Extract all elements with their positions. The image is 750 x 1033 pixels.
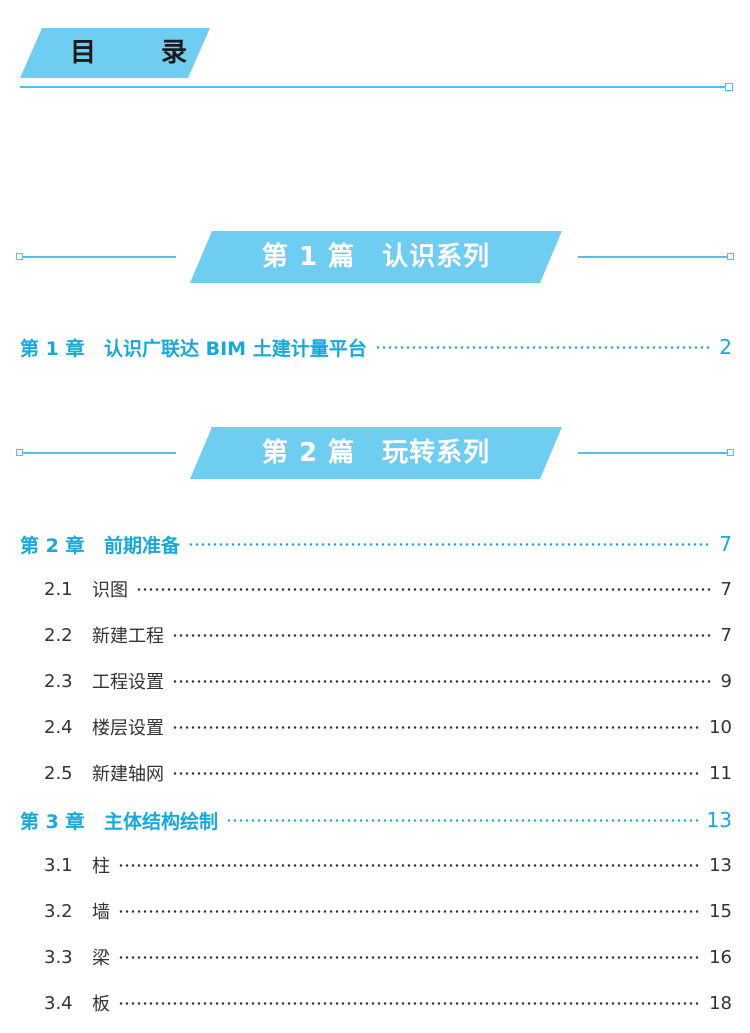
section-number: 2.1 [44,578,73,600]
toc-section[interactable]: 2.4 楼层设置 10 [20,713,732,741]
section-title: 板 [92,994,110,1015]
page-number: 7 [720,624,732,646]
toc-section[interactable]: 2.1 识图 7 [20,575,732,603]
section-number: 3.2 [44,900,73,922]
dot-leader [172,725,702,729]
section-title: 新建工程 [92,626,164,647]
dot-leader [118,909,702,913]
banner-line-right [578,256,728,258]
page-number: 13 [706,808,732,832]
page-number: 16 [709,946,732,968]
dot-leader [172,679,713,683]
chapter-title: 认识广联达 BIM 土建计量平台 [104,337,367,360]
dot-leader [118,955,702,959]
section-number: 2.5 [44,762,73,784]
section-title: 新建轴网 [92,764,164,785]
banner-line-left [22,256,176,258]
header-divider [20,86,726,88]
toc-chapter-2[interactable]: 第 2 章 前期准备 7 [20,530,732,558]
section-title: 柱 [92,856,110,877]
toc-section[interactable]: 3.3 梁 16 [20,943,732,971]
chapter-title: 前期准备 [104,534,181,557]
section-number: 3.1 [44,854,73,876]
part-title: 第 2 篇 玩转系列 [261,438,491,468]
chapter-title: 主体结构绘制 [104,810,219,833]
title-tab [20,28,210,78]
toc-section[interactable]: 3.1 柱 13 [20,851,732,879]
section-title: 墙 [92,902,110,923]
page-number: 7 [720,578,732,600]
page-number: 15 [709,900,732,922]
banner-line-left [22,452,176,454]
section-title: 工程设置 [92,672,164,693]
section-number: 2.3 [44,670,73,692]
page-number: 10 [709,716,732,738]
dot-leader [118,1001,702,1005]
dot-leader [136,587,713,591]
dot-leader [118,863,702,867]
dot-leader [188,542,712,546]
part-banner-2: 第 2 篇 玩转系列 [0,427,750,479]
toc-section[interactable]: 2.3 工程设置 9 [20,667,732,695]
toc-chapter-3[interactable]: 第 3 章 主体结构绘制 13 [20,806,732,834]
page-number: 9 [720,670,732,692]
section-number: 3.3 [44,946,73,968]
dot-leader [374,345,712,349]
page-title: 目 录 [70,38,216,68]
banner-line-end-right [727,253,734,260]
banner-line-right [578,452,728,454]
toc-section[interactable]: 3.2 墙 15 [20,897,732,925]
section-number: 2.2 [44,624,73,646]
part-title: 第 1 篇 认识系列 [261,242,491,272]
banner-shape [190,231,562,283]
toc-chapter-1[interactable]: 第 1 章 认识广联达 BIM 土建计量平台 2 [20,333,732,361]
banner-shape [190,427,562,479]
toc-section[interactable]: 3.4 板 18 [20,989,732,1017]
section-title: 楼层设置 [92,718,164,739]
page-number: 2 [719,335,732,359]
section-number: 3.4 [44,992,73,1014]
page-number: 7 [719,532,732,556]
part-banner-1: 第 1 篇 认识系列 [0,231,750,283]
dot-leader [172,771,702,775]
chapter-number: 第 2 章 [20,534,85,557]
toc-section[interactable]: 2.2 新建工程 7 [20,621,732,649]
dot-leader [226,818,699,822]
page-number: 18 [709,992,732,1014]
toc-section[interactable]: 2.5 新建轴网 11 [20,759,732,787]
section-title: 梁 [92,948,110,969]
section-number: 2.4 [44,716,73,738]
dot-leader [172,633,713,637]
section-title: 识图 [92,580,128,601]
banner-line-end-right [727,449,734,456]
page-number: 13 [709,854,732,876]
page-number: 11 [709,762,732,784]
chapter-number: 第 1 章 [20,337,85,360]
chapter-number: 第 3 章 [20,810,85,833]
header-divider-end [725,83,733,91]
